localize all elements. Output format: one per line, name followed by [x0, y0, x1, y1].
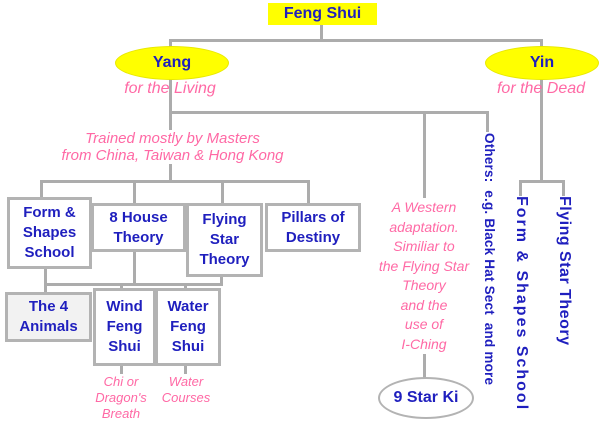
school-box-wind-feng-shui: Wind Feng Shui — [93, 288, 156, 366]
yang-caption: for the Living — [124, 80, 216, 97]
connector-line — [540, 78, 543, 182]
connector-line — [221, 180, 224, 203]
connector-line — [120, 360, 123, 374]
yin-node: Yin — [485, 46, 599, 80]
yin-school-flying-star: Flying Star Theory — [556, 196, 573, 346]
connector-line — [220, 271, 223, 284]
yin-caption: for the Dead — [496, 80, 586, 97]
school-box-form-shapes: Form & Shapes School — [7, 197, 92, 269]
school-box-8-house: 8 House Theory — [91, 203, 186, 252]
connector-line — [184, 360, 187, 374]
connector-line — [169, 111, 489, 114]
connector-line — [44, 283, 47, 293]
connector-line — [519, 180, 522, 196]
school-box-4-animals: The 4 Animals — [5, 292, 92, 342]
connector-line — [169, 39, 543, 42]
connector-line — [120, 283, 123, 291]
connector-line — [519, 180, 565, 183]
connector-line — [169, 39, 172, 48]
school-box-flying-star: Flying Star Theory — [186, 203, 263, 277]
root-node-feng-shui: Feng Shui — [268, 3, 377, 25]
connector-line — [320, 25, 323, 41]
connector-line — [44, 263, 47, 284]
yang-training-note: Trained mostly by Masters from China, Ta… — [25, 130, 320, 164]
connector-line — [184, 283, 187, 291]
connector-line — [486, 111, 489, 132]
school-box-water-feng-shui: Water Feng Shui — [155, 288, 221, 366]
connector-line — [423, 111, 426, 201]
yin-school-form-shapes: Form & Shapes School — [513, 196, 530, 412]
wind-caption: Chi or Dragon's Breath — [95, 374, 147, 421]
water-caption: Water Courses — [161, 374, 211, 405]
connector-line — [133, 180, 136, 203]
connector-line — [40, 180, 43, 197]
western-adaptation-note: A Western adaptation. Similiar to the Fl… — [364, 198, 484, 354]
connector-line — [44, 283, 223, 286]
yang-node: Yang — [115, 46, 229, 80]
connector-line — [423, 354, 426, 378]
others-note: Others: e.g. Black Hat Sect and more — [482, 133, 497, 386]
school-box-pillars-destiny: Pillars of Destiny — [265, 203, 361, 252]
connector-line — [40, 180, 310, 183]
connector-line — [540, 39, 543, 48]
nine-star-ki-node: 9 Star Ki — [378, 377, 474, 419]
connector-line — [133, 246, 136, 284]
connector-line — [307, 180, 310, 203]
connector-line — [562, 180, 565, 196]
